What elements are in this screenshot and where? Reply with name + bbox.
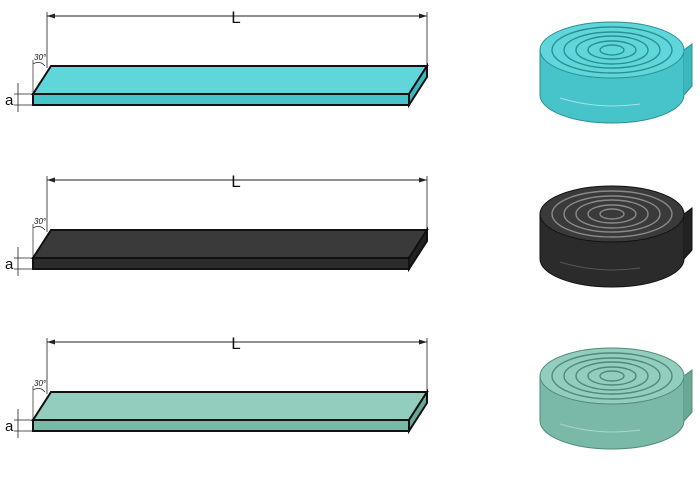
rolled-strip-icon (539, 347, 693, 450)
strip-row-black: L 30° a (0, 164, 700, 324)
strip-end-face (408, 62, 428, 109)
angle-arc (32, 388, 46, 393)
arrow-right-icon (419, 339, 427, 345)
thickness-label: a (5, 418, 14, 435)
length-label: L (231, 334, 240, 353)
strip-top-face (31, 229, 429, 259)
rolled-strip-icon (539, 185, 693, 288)
strip-row-cyan: L 30° a (0, 0, 700, 160)
strip-front-face (32, 257, 410, 270)
thickness-label: a (5, 92, 14, 109)
strip-diagram: L 30° a (5, 8, 693, 124)
arrow-right-icon (419, 177, 427, 183)
angle-arc (32, 62, 46, 67)
arrow-left-icon (47, 177, 55, 183)
rolled-strip-icon (539, 21, 693, 124)
strip-front-face (32, 419, 410, 432)
strip-diagram: L 30° a (5, 172, 693, 288)
arrow-left-icon (47, 339, 55, 345)
angle-arc (32, 226, 46, 231)
strip-front-face (32, 93, 410, 106)
arrow-left-icon (47, 13, 55, 19)
strip-top-face (31, 391, 429, 421)
strip-diagram: L 30° a (5, 334, 693, 450)
angle-label: 30° (34, 379, 47, 388)
thickness-label: a (5, 256, 14, 273)
strip-end-face (408, 226, 428, 273)
strip-top-face (31, 65, 429, 95)
length-label: L (231, 172, 240, 191)
angle-label: 30° (34, 53, 47, 62)
strip-end-face (408, 388, 428, 435)
arrow-right-icon (419, 13, 427, 19)
angle-label: 30° (34, 217, 47, 226)
length-label: L (231, 8, 240, 27)
strip-row-seagreen: L 30° a (0, 326, 700, 486)
